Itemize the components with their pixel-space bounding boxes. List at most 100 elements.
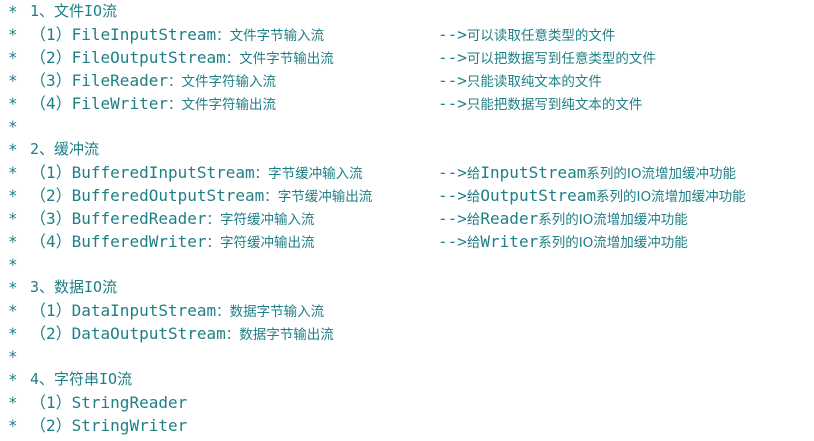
arrow-note: -->可以读取任意类型的文件	[438, 23, 615, 48]
note-class-name: Reader	[480, 209, 539, 228]
item-number: （4）	[30, 232, 72, 251]
comment-star: *	[8, 370, 18, 389]
item-number: （1）	[30, 163, 72, 182]
class-name: FileReader	[71, 71, 168, 90]
class-description: ：文件字符输入流	[167, 74, 276, 90]
note-prefix: 给	[466, 189, 481, 205]
stream-entry: （2）StringWriter	[30, 414, 187, 437]
item-number: （2）	[30, 324, 72, 343]
class-name: FileWriter	[71, 94, 168, 113]
comment-star: *	[8, 416, 18, 435]
comment-star: *	[8, 117, 18, 136]
arrow-note: -->可以把数据写到任意类型的文件	[438, 46, 656, 71]
arrow-note: -->给Reader系列的IO流增加缓冲功能	[438, 207, 688, 232]
comment-star: *	[8, 186, 18, 205]
stream-entry: （3）FileReader：文件字符输入流	[30, 69, 276, 94]
class-description: ：文件字符输出流	[167, 97, 276, 113]
comment-star: *	[8, 232, 18, 251]
stream-entry: （1）DataInputStream：数据字节输入流	[30, 299, 324, 324]
item-number: （4）	[30, 94, 72, 113]
section-heading: 4、字符串IO流	[30, 370, 133, 388]
item-number: （3）	[30, 209, 72, 228]
class-name: DataOutputStream	[71, 324, 226, 343]
stream-entry: （1）FileInputStream：文件字节输入流	[30, 23, 324, 48]
note-text: 只能读取纯文本的文件	[466, 74, 602, 90]
class-name: BufferedWriter	[71, 232, 207, 251]
stream-entry: （1）BufferedInputStream：字节缓冲输入流	[30, 161, 363, 186]
arrow-note: -->只能把数据写到纯文本的文件	[438, 92, 642, 117]
comment-star: *	[8, 48, 18, 67]
arrow: -->	[438, 71, 467, 90]
item-number: （1）	[30, 393, 72, 412]
class-description: ：字节缓冲输出流	[264, 189, 373, 205]
note-text: 可以把数据写到任意类型的文件	[466, 51, 656, 67]
arrow: -->	[438, 94, 467, 113]
note-class-name: InputStream	[480, 163, 587, 182]
comment-star: *	[8, 140, 18, 159]
section-heading: 3、数据IO流	[30, 278, 118, 296]
note-class-name: Writer	[480, 232, 539, 251]
class-description: ：数据字节输入流	[216, 304, 325, 320]
class-name: FileInputStream	[71, 25, 217, 44]
item-number: （2）	[30, 416, 72, 435]
note-text: 只能把数据写到纯文本的文件	[466, 97, 643, 113]
stream-entry: （1）StringReader	[30, 391, 187, 414]
class-name: BufferedOutputStream	[71, 186, 265, 205]
class-description: ：字节缓冲输入流	[254, 166, 363, 182]
arrow: -->	[438, 25, 467, 44]
stream-entry: （4）FileWriter：文件字符输出流	[30, 92, 276, 117]
stream-entry: （3）BufferedReader：字符缓冲输入流	[30, 207, 315, 232]
class-description: ：文件字节输入流	[216, 28, 325, 44]
class-description: ：字符缓冲输出流	[206, 235, 315, 251]
note-text: 系列的IO流增加缓冲功能	[586, 166, 736, 182]
comment-star: *	[8, 393, 18, 412]
item-number: （2）	[30, 48, 72, 67]
comment-star: *	[8, 324, 18, 343]
section-heading: 1、文件IO流	[30, 2, 118, 20]
note-text: 系列的IO流增加缓冲功能	[596, 189, 746, 205]
comment-star: *	[8, 209, 18, 228]
arrow: -->	[438, 209, 467, 228]
comment-star: *	[8, 255, 18, 274]
class-name: StringWriter	[71, 416, 188, 435]
item-number: （2）	[30, 186, 72, 205]
class-description: ：数据字节输出流	[225, 327, 334, 343]
class-name: FileOutputStream	[71, 48, 226, 67]
note-text: 系列的IO流增加缓冲功能	[538, 235, 688, 251]
note-class-name: OutputStream	[480, 186, 596, 205]
arrow-note: -->给Writer系列的IO流增加缓冲功能	[438, 230, 688, 255]
note-prefix: 给	[466, 212, 481, 228]
arrow: -->	[438, 163, 467, 182]
stream-entry: （2）DataOutputStream：数据字节输出流	[30, 322, 334, 347]
item-number: （1）	[30, 301, 72, 320]
item-number: （3）	[30, 71, 72, 90]
stream-entry: （2）FileOutputStream：文件字节输出流	[30, 46, 334, 71]
comment-star: *	[8, 163, 18, 182]
note-text: 可以读取任意类型的文件	[466, 28, 616, 44]
arrow: -->	[438, 232, 467, 251]
note-prefix: 给	[466, 235, 481, 251]
comment-star: *	[8, 301, 18, 320]
comment-star: *	[8, 347, 18, 366]
comment-star: *	[8, 94, 18, 113]
comment-star: *	[8, 71, 18, 90]
item-number: （1）	[30, 25, 72, 44]
class-name: DataInputStream	[71, 301, 217, 320]
arrow-note: -->给InputStream系列的IO流增加缓冲功能	[438, 161, 736, 186]
class-name: StringReader	[71, 393, 188, 412]
note-text: 系列的IO流增加缓冲功能	[538, 212, 688, 228]
comment-star: *	[8, 25, 18, 44]
section-heading: 2、缓冲流	[30, 140, 100, 158]
class-name: BufferedReader	[71, 209, 207, 228]
arrow-note: -->给OutputStream系列的IO流增加缓冲功能	[438, 184, 746, 209]
class-description: ：字符缓冲输入流	[206, 212, 315, 228]
arrow-note: -->只能读取纯文本的文件	[438, 69, 602, 94]
arrow: -->	[438, 186, 467, 205]
arrow: -->	[438, 48, 467, 67]
class-name: BufferedInputStream	[71, 163, 255, 182]
note-prefix: 给	[466, 166, 481, 182]
stream-entry: （2）BufferedOutputStream：字节缓冲输出流	[30, 184, 372, 209]
comment-star: *	[8, 278, 18, 297]
class-description: ：文件字节输出流	[225, 51, 334, 67]
